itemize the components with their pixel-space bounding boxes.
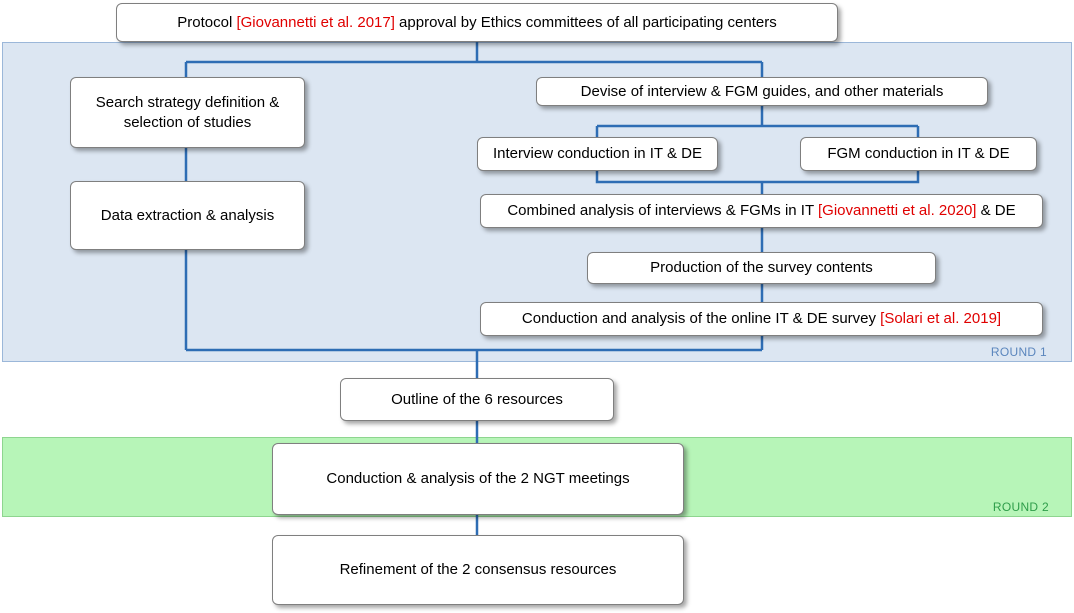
combined-text-pre: Combined analysis of interviews & FGMs i… [507, 202, 819, 219]
search-line-1: Search strategy definition & [95, 93, 280, 111]
connector-split-interview-fgm [595, 124, 920, 137]
ngt-meetings-box: Conduction & analysis of the 2 NGT meeti… [272, 443, 684, 515]
protocol-approval-box: Protocol [Giovannetti et al. 2017] appro… [116, 3, 838, 42]
survey-contents-box: Production of the survey contents [587, 252, 936, 284]
outline-resources-box: Outline of the 6 resources [340, 378, 614, 421]
devise-guides-text: Devise of interview & FGM guides, and ot… [580, 82, 944, 100]
round-1-label: ROUND 1 [990, 345, 1047, 359]
data-extraction-box: Data extraction & analysis [70, 181, 305, 250]
survey-contents-text: Production of the survey contents [650, 259, 873, 276]
refinement-box: Refinement of the 2 consensus resources [272, 535, 684, 605]
ngt-meetings-text: Conduction & analysis of the 2 NGT meeti… [326, 470, 630, 487]
devise-guides-box: Devise of interview & FGM guides, and ot… [536, 77, 988, 106]
refinement-text: Refinement of the 2 consensus resources [339, 561, 617, 578]
connector-join-interview-fgm [595, 171, 920, 184]
outline-resources-text: Outline of the 6 resources [391, 390, 563, 408]
online-survey-box: Conduction and analysis of the online IT… [480, 302, 1043, 336]
round-2-label: ROUND 2 [992, 500, 1049, 514]
fgm-conduction-text: FGM conduction in IT & DE [827, 145, 1010, 162]
protocol-text-post: approval by Ethics committees of all par… [394, 13, 777, 31]
combined-reference: [Giovannetti et al. 2020] [818, 202, 977, 219]
interview-conduction-box: Interview conduction in IT & DE [477, 137, 718, 171]
combined-analysis-box: Combined analysis of interviews & FGMs i… [480, 194, 1043, 228]
data-extraction-text: Data extraction & analysis [100, 206, 275, 224]
search-line-2: selection of studies [123, 113, 252, 131]
interview-conduction-text: Interview conduction in IT & DE [493, 145, 702, 162]
search-strategy-box: Search strategy definition & selection o… [70, 77, 305, 148]
online-survey-text: Conduction and analysis of the online IT… [521, 310, 881, 327]
combined-text-post: & DE [976, 202, 1016, 219]
fgm-conduction-box: FGM conduction in IT & DE [800, 137, 1037, 171]
online-survey-reference: [Solari et al. 2019] [880, 310, 1002, 327]
protocol-reference: [Giovannetti et al. 2017] [236, 13, 395, 31]
protocol-text-pre: Protocol [177, 13, 237, 31]
